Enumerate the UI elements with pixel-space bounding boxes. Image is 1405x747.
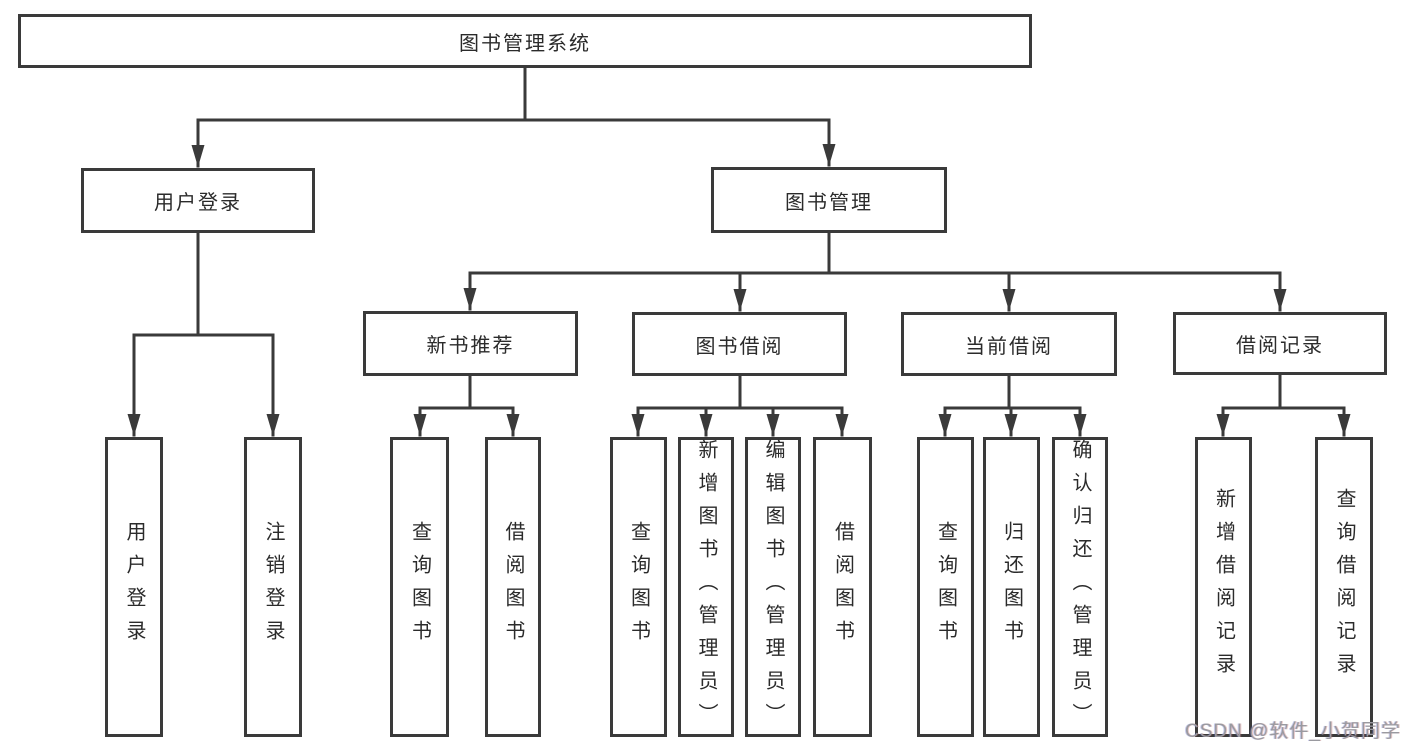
node-user-login: 用户登录 (81, 168, 315, 233)
leaf-confirm-return-admin-label: 确认归还（管理员） (1069, 438, 1091, 736)
leaf-add-borrow-record-label: 新增借阅记录 (1212, 488, 1235, 686)
node-book-borrow: 图书借阅 (632, 312, 847, 376)
leaf-add-book-admin-label: 新增图书（管理员） (695, 438, 717, 736)
leaf-query-book-recommend-label: 查询图书 (408, 521, 431, 653)
leaf-user-login: 用户登录 (105, 437, 163, 737)
node-borrow-record: 借阅记录 (1173, 312, 1387, 375)
leaf-edit-book-admin-label: 编辑图书（管理员） (762, 438, 784, 736)
leaf-query-book-borrow-label: 查询图书 (627, 521, 650, 653)
leaf-borrow-book: 借阅图书 (813, 437, 872, 737)
node-new-book-recommend: 新书推荐 (363, 311, 578, 376)
leaf-return-book: 归还图书 (983, 437, 1040, 737)
leaf-user-login-label: 用户登录 (123, 521, 145, 653)
node-borrow-record-label: 借阅记录 (1236, 335, 1324, 357)
leaf-logout: 注销登录 (244, 437, 302, 737)
leaf-query-borrow-record-label: 查询借阅记录 (1333, 488, 1355, 686)
leaf-borrow-book-label: 借阅图书 (831, 521, 854, 653)
leaf-query-current-borrow: 查询图书 (917, 437, 974, 737)
leaf-return-book-label: 归还图书 (1000, 521, 1023, 653)
leaf-add-borrow-record: 新增借阅记录 (1195, 437, 1252, 737)
leaf-query-borrow-record: 查询借阅记录 (1315, 437, 1373, 737)
node-new-book-recommend-label: 新书推荐 (426, 335, 515, 357)
node-library-system-label: 图书管理系统 (459, 32, 591, 55)
leaf-query-book-recommend: 查询图书 (390, 437, 449, 737)
leaf-query-book-borrow: 查询图书 (610, 437, 667, 737)
node-book-borrow-label: 图书借阅 (695, 335, 784, 358)
leaf-logout-label: 注销登录 (262, 521, 284, 653)
node-library-system: 图书管理系统 (18, 14, 1032, 68)
leaf-confirm-return-admin: 确认归还（管理员） (1052, 437, 1108, 737)
csdn-watermark: CSDN @软件_小贺同学 (1185, 721, 1401, 742)
leaf-borrow-book-recommend-label: 借阅图书 (502, 521, 524, 653)
node-current-borrow: 当前借阅 (901, 312, 1117, 376)
leaf-edit-book-admin: 编辑图书（管理员） (745, 437, 801, 737)
node-book-management: 图书管理 (711, 167, 947, 233)
leaf-borrow-book-recommend: 借阅图书 (485, 437, 541, 737)
node-current-borrow-label: 当前借阅 (965, 335, 1053, 358)
leaf-add-book-admin: 新增图书（管理员） (678, 437, 734, 737)
node-book-management-label: 图书管理 (785, 191, 873, 214)
leaf-query-current-borrow-label: 查询图书 (934, 521, 957, 653)
node-user-login-label: 用户登录 (154, 192, 242, 214)
